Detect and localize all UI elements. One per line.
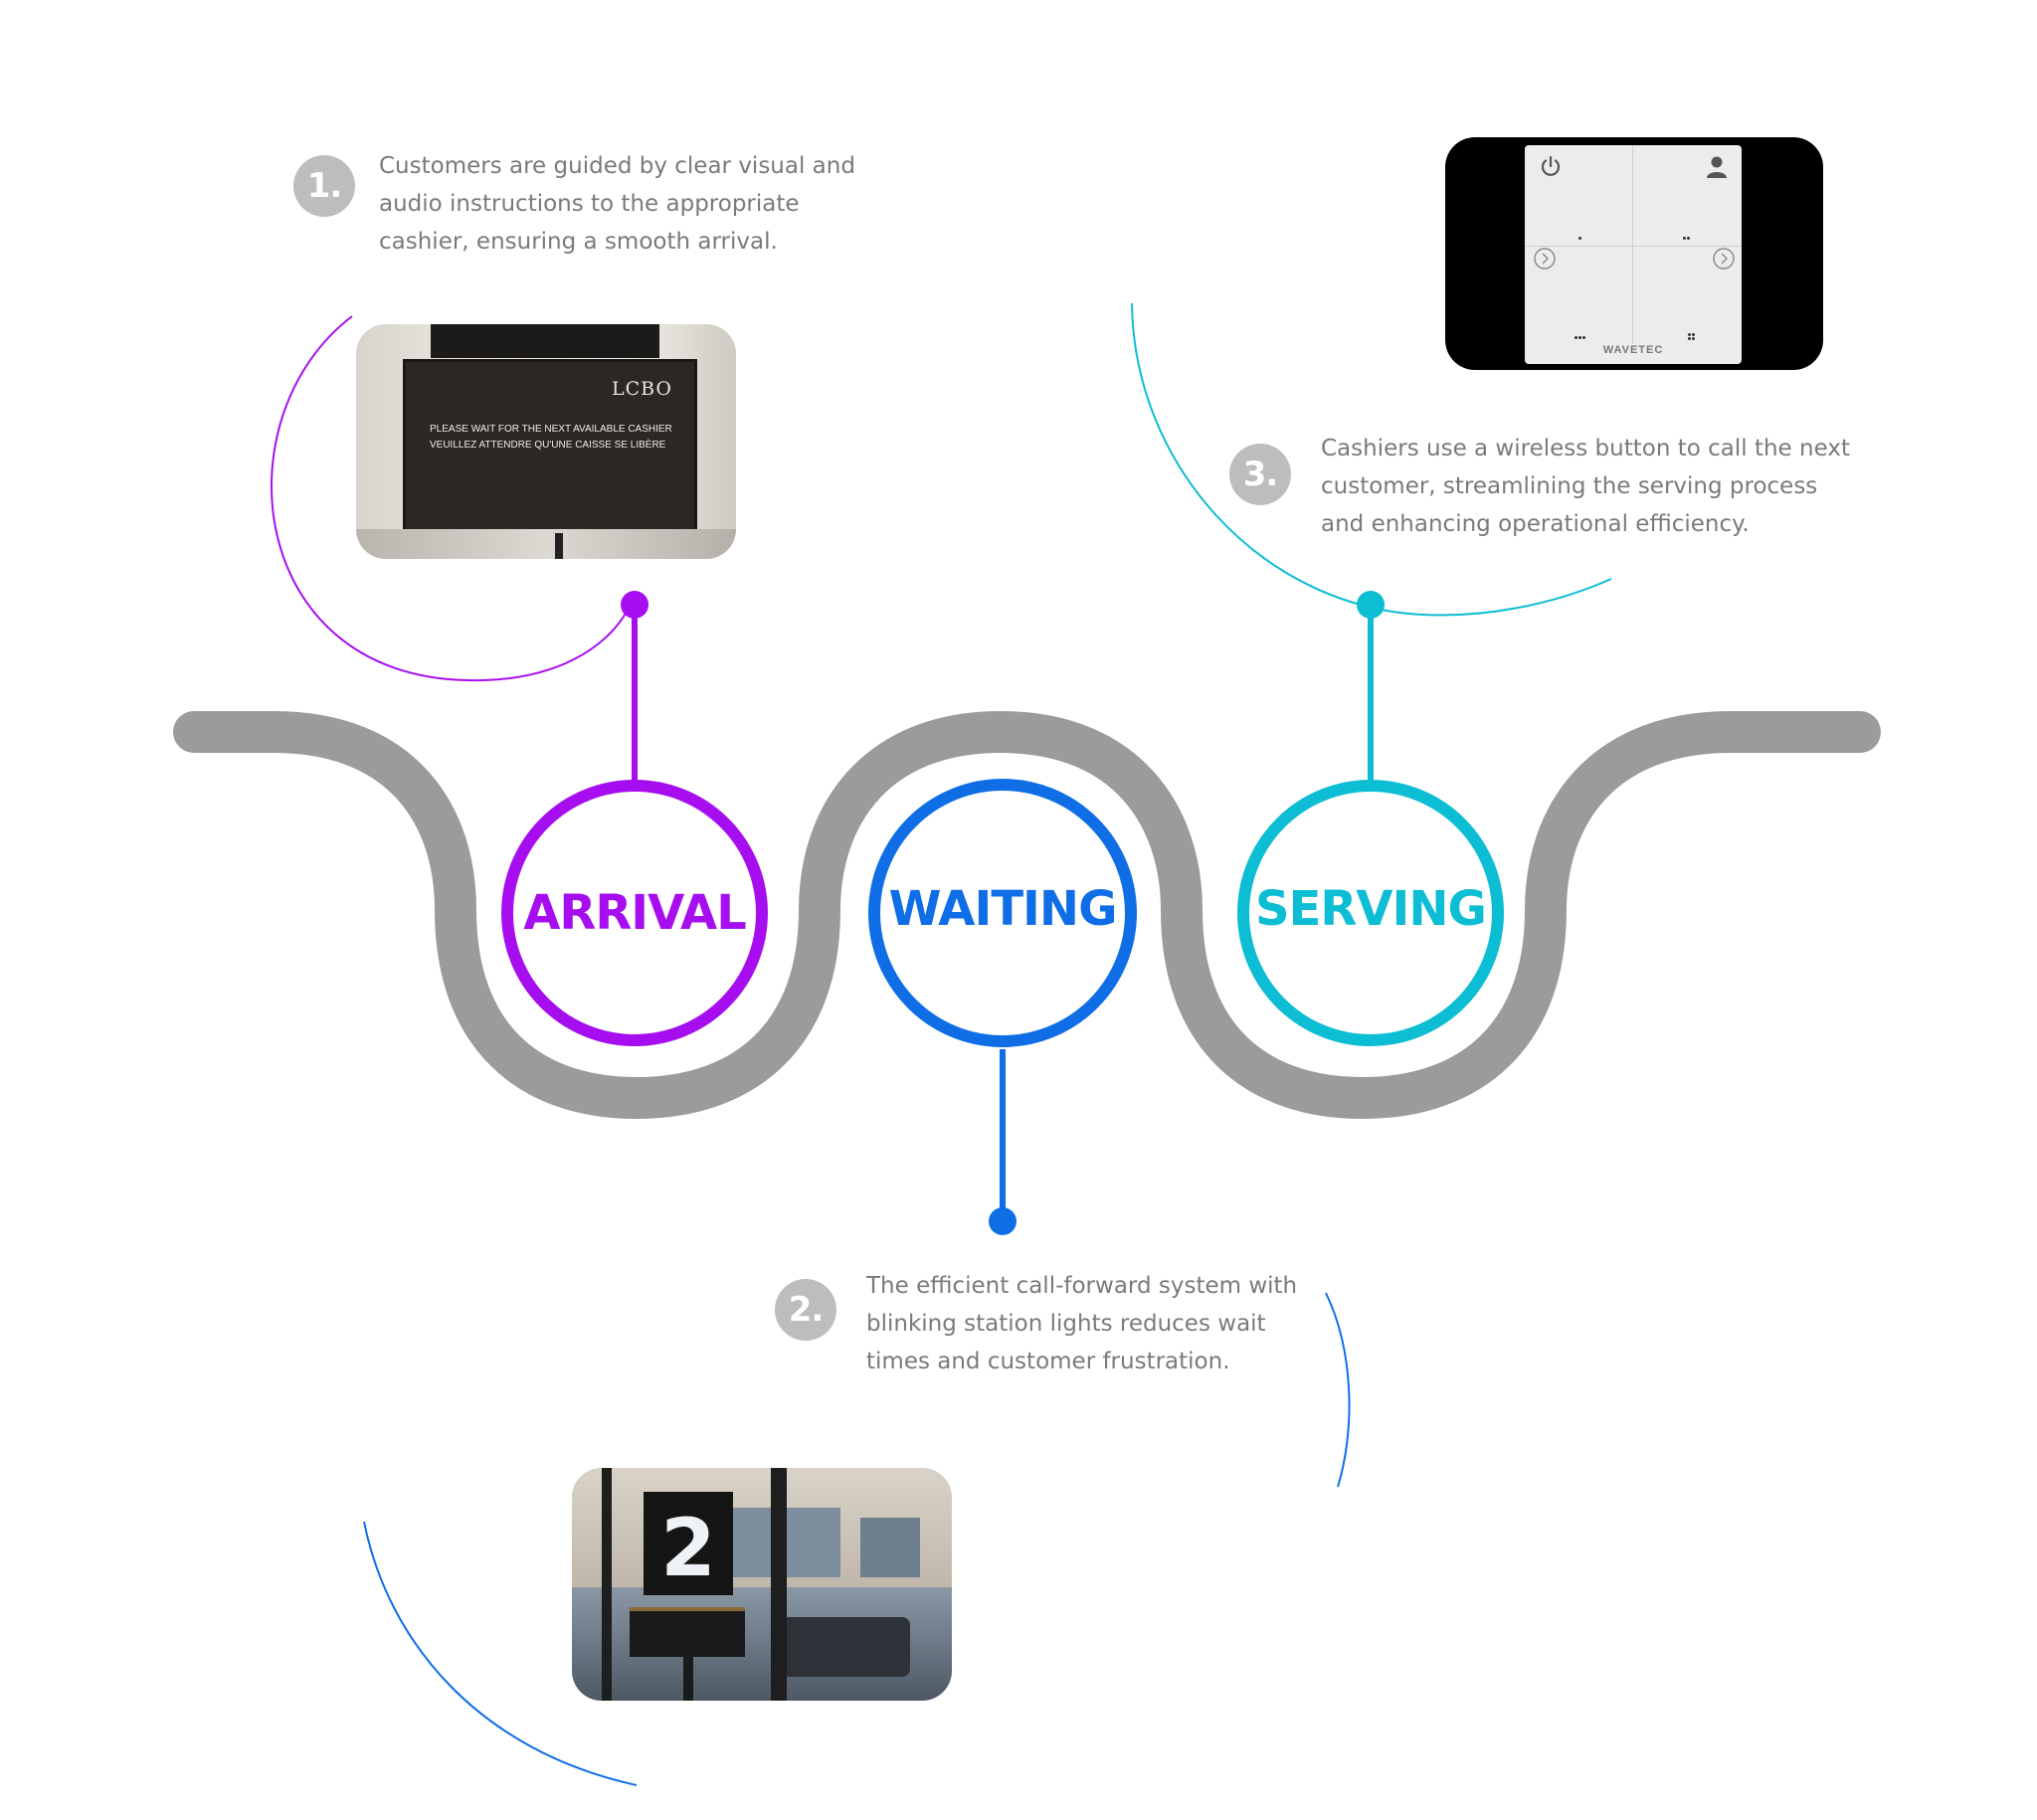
step-1-line: cashier, ensuring a smooth arrival.	[379, 229, 778, 255]
step-1-line: Customers are guided by clear visual and	[379, 153, 855, 179]
step-3-description: Cashiers use a wireless button to call t…	[1321, 430, 1850, 543]
step-2-line: blinking station lights reduces wait	[866, 1311, 1266, 1337]
wavetec-brand: WAVETEC	[1602, 344, 1664, 356]
power-icon	[1541, 155, 1561, 176]
station-sign: 2	[644, 1492, 733, 1595]
waiting-photo: 2	[572, 1468, 952, 1701]
serving-ring	[1237, 780, 1504, 1046]
step-badge-3: 3.	[1229, 444, 1291, 505]
serving-connector-dot	[1357, 591, 1385, 619]
lcbo-brand: LCBO	[611, 378, 672, 400]
chevron-right-icon	[1713, 248, 1735, 270]
journey-road	[173, 711, 1881, 1119]
arrival-arc	[271, 315, 628, 682]
screen-message-fr: VEUILLEZ ATTENDRE QU'UNE CAISSE SE LIBÈR…	[430, 440, 666, 451]
step-2-line: The efficient call-forward system with	[866, 1273, 1298, 1299]
waiting-connector-dot	[989, 1207, 1017, 1235]
step-3-line: Cashiers use a wireless button to call t…	[1321, 436, 1850, 461]
wireless-button-device: WAVETEC	[1525, 145, 1742, 364]
screen-mount	[431, 324, 659, 358]
arrival-label: ARRIVAL	[523, 885, 747, 941]
chevron-left-icon	[1534, 248, 1556, 270]
step-2-description: The efficient call-forward system with b…	[866, 1267, 1297, 1380]
step-3-line: and enhancing operational efficiency.	[1321, 511, 1750, 537]
step-2-line: times and customer frustration.	[866, 1349, 1230, 1374]
user-icon	[1707, 156, 1727, 178]
waiting-ring	[868, 779, 1137, 1047]
step-badge-1: 1.	[293, 155, 355, 217]
step-1-line: audio instructions to the appropriate	[379, 191, 800, 217]
waiting-arc-left	[363, 1521, 638, 1786]
serving-label: SERVING	[1255, 881, 1487, 937]
serving-photo: WAVETEC	[1445, 137, 1823, 370]
waiting-arc-right	[1325, 1292, 1351, 1488]
arrival-connector-dot	[621, 591, 648, 619]
step-3-line: customer, streamlining the serving proce…	[1321, 473, 1818, 499]
step-1-description: Customers are guided by clear visual and…	[379, 147, 855, 261]
arrival-ring	[501, 780, 768, 1046]
arrival-photo: LCBO PLEASE WAIT FOR THE NEXT AVAILABLE …	[356, 324, 736, 559]
screen-message-en: PLEASE WAIT FOR THE NEXT AVAILABLE CASHI…	[430, 424, 672, 435]
step-badge-2: 2.	[775, 1279, 836, 1341]
display-screen: LCBO PLEASE WAIT FOR THE NEXT AVAILABLE …	[406, 362, 694, 533]
waiting-label: WAITING	[888, 881, 1118, 937]
station-number: 2	[660, 1502, 716, 1594]
